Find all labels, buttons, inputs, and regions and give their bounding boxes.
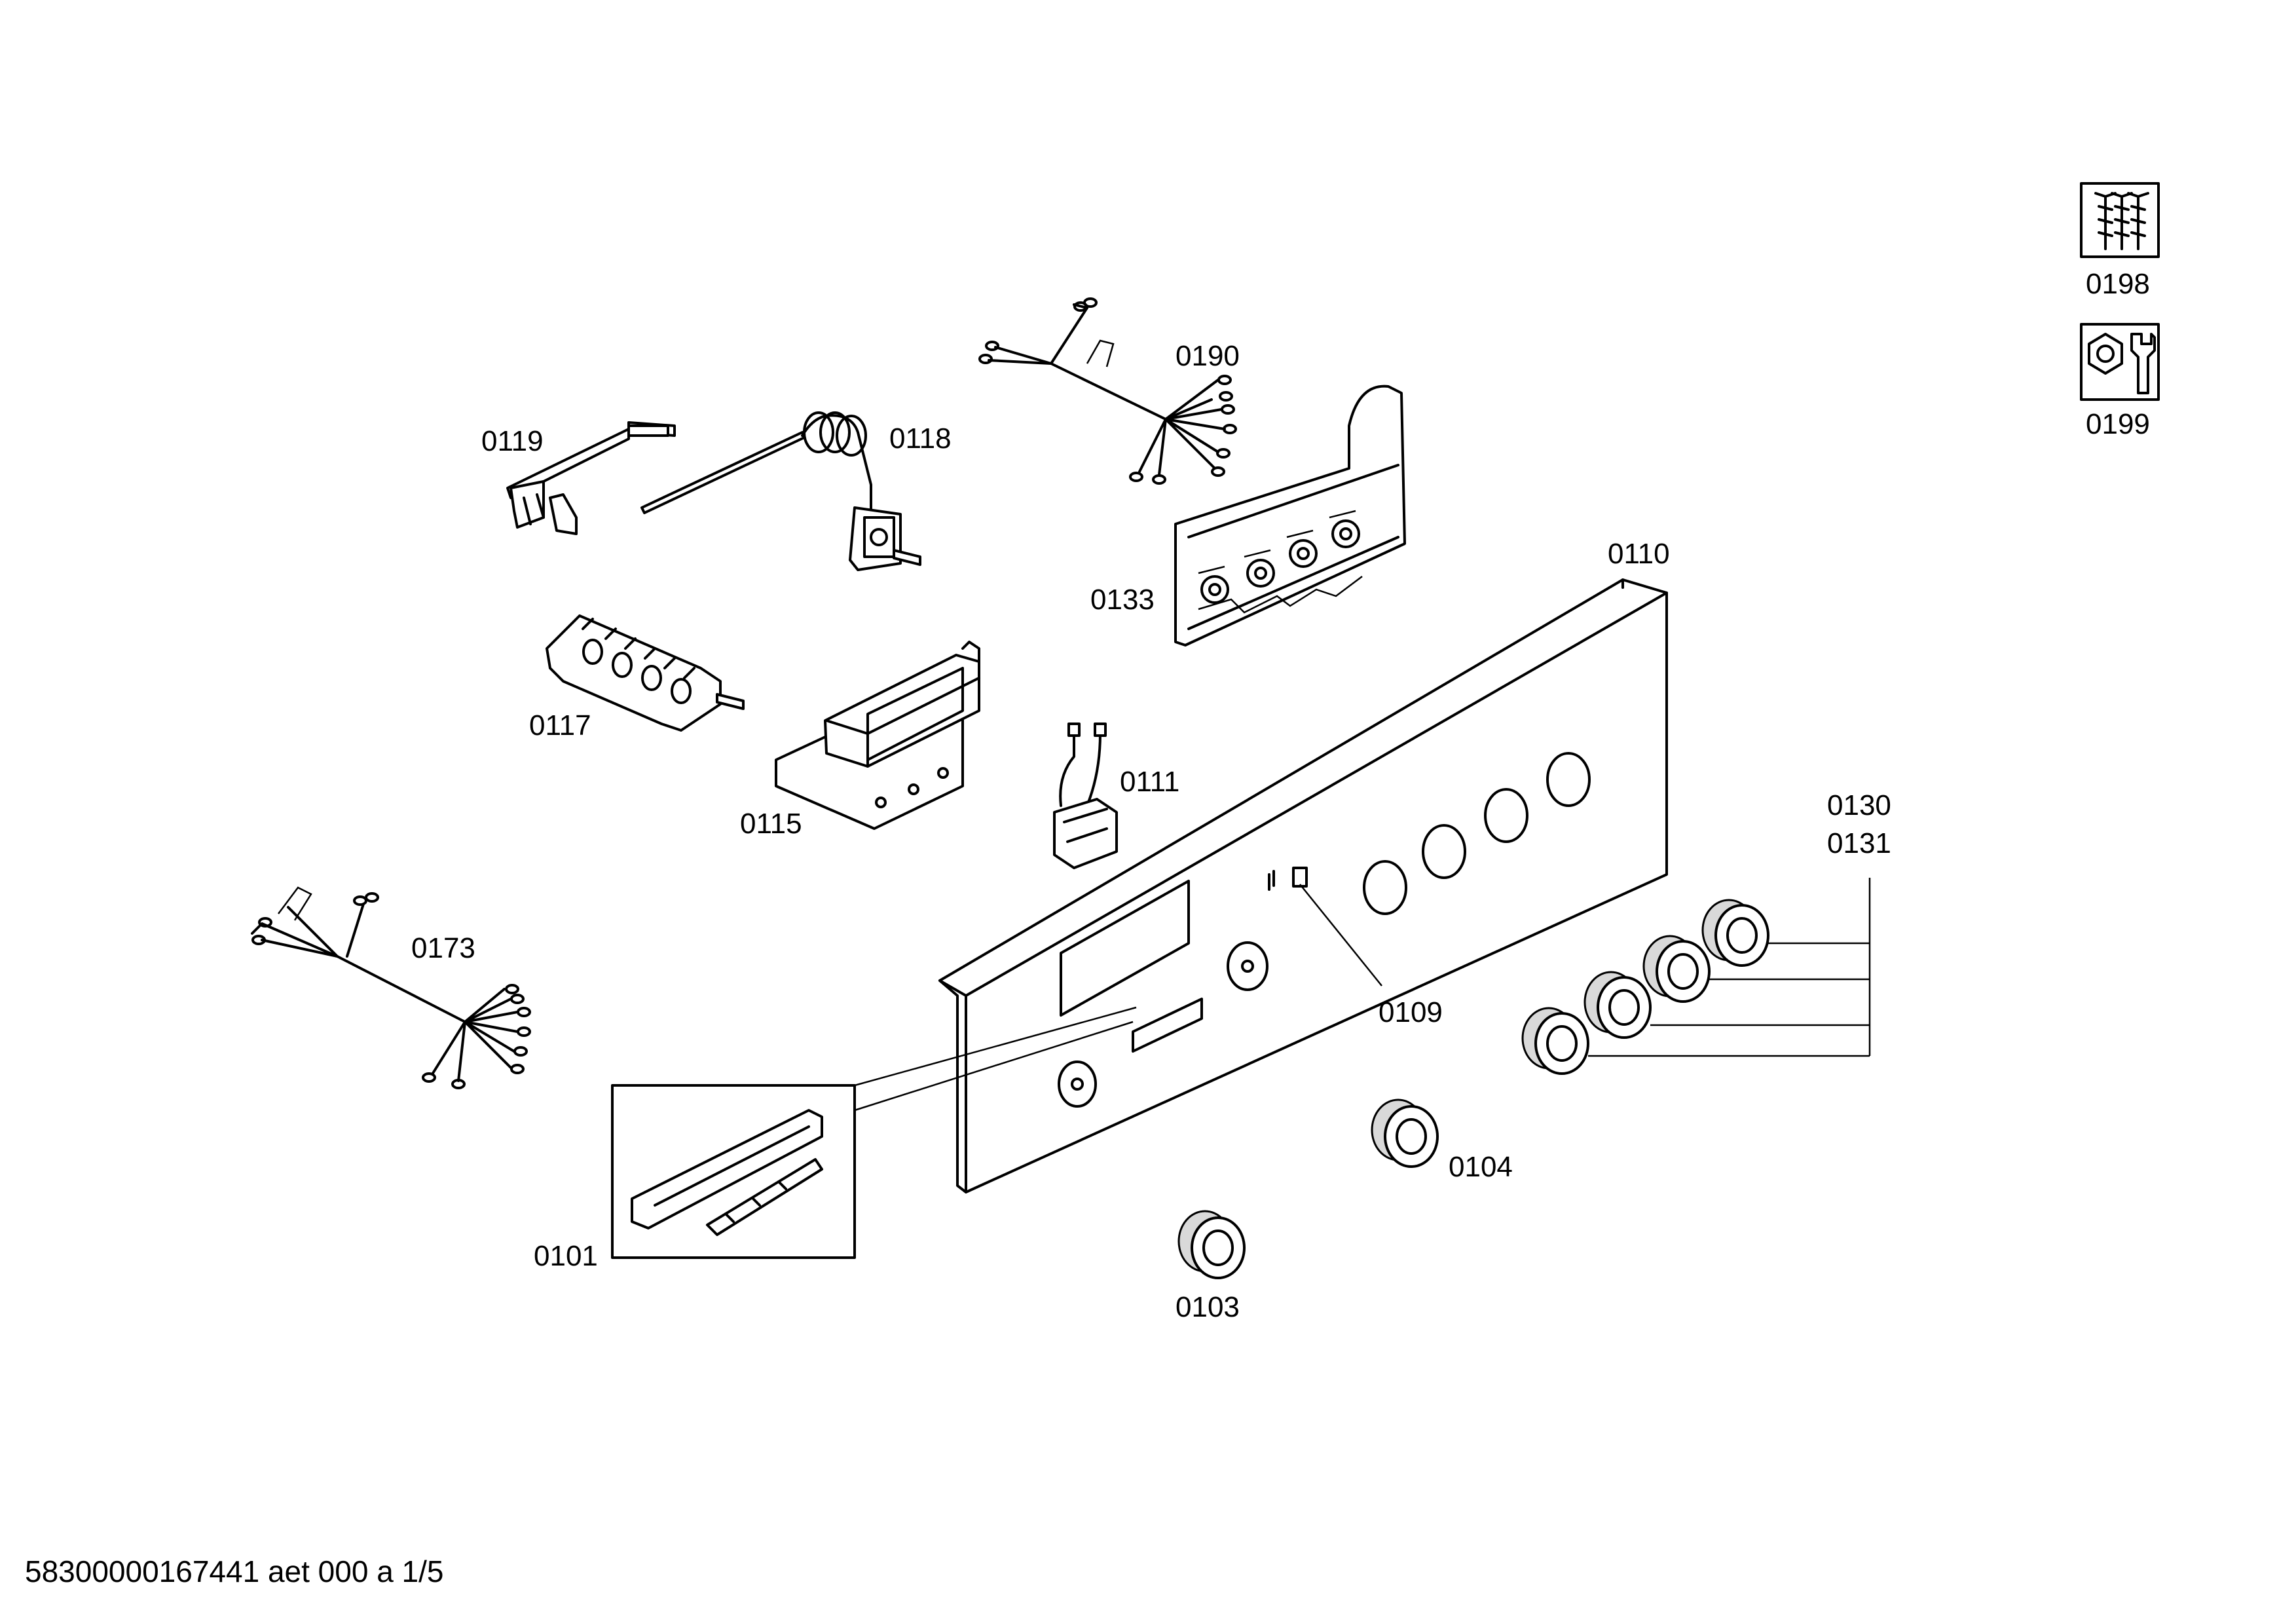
thermostat-0118[interactable] <box>640 411 921 571</box>
control-knob[interactable] <box>1583 971 1652 1039</box>
part-label-0118: 0118 <box>889 422 952 455</box>
control-knob-0104[interactable] <box>1371 1098 1439 1168</box>
timer-module-0115[interactable] <box>775 641 980 830</box>
control-knob-group-0130[interactable] <box>1521 878 1871 1075</box>
selector-switch-0117[interactable] <box>546 614 745 732</box>
part-label-0133: 0133 <box>1090 584 1155 616</box>
control-knob[interactable] <box>1521 1007 1589 1075</box>
circuit-board-0133[interactable] <box>1174 385 1406 647</box>
relay-switch-0111[interactable] <box>1053 723 1118 869</box>
part-label-0103: 0103 <box>1176 1291 1240 1323</box>
part-label-0130: 0130 <box>1827 789 1891 821</box>
part-label-0190: 0190 <box>1176 340 1240 372</box>
part-label-0101: 0101 <box>534 1240 598 1272</box>
indicator-0109[interactable] <box>1292 867 1382 986</box>
control-knob[interactable] <box>1701 899 1769 967</box>
part-label-0198: 0198 <box>2086 268 2150 300</box>
control-knob[interactable] <box>1642 935 1711 1003</box>
document-id: 58300000167441 aet 000 a 1/5 <box>25 1554 444 1588</box>
control-knob-0103[interactable] <box>1177 1210 1246 1279</box>
part-label-0173: 0173 <box>411 932 475 964</box>
part-label-0199: 0199 <box>2086 408 2150 440</box>
switch-bracket-0119[interactable] <box>506 421 676 535</box>
part-label-0104: 0104 <box>1449 1151 1513 1183</box>
part-label-0131: 0131 <box>1827 827 1891 859</box>
wiring-harness-0173[interactable] <box>251 886 531 1089</box>
part-label-0117: 0117 <box>529 709 591 741</box>
wiring-harness-0190[interactable] <box>978 297 1237 485</box>
part-label-0115: 0115 <box>740 808 802 840</box>
screws-icon[interactable] <box>2080 182 2160 258</box>
part-label-0110: 0110 <box>1608 538 1670 570</box>
part-label-0111: 0111 <box>1120 766 1179 798</box>
button-strip-detail-0101[interactable] <box>611 1006 1137 1259</box>
part-label-0119: 0119 <box>481 425 544 457</box>
part-label-0109: 0109 <box>1379 996 1443 1028</box>
wrench-icon[interactable] <box>2080 323 2160 401</box>
